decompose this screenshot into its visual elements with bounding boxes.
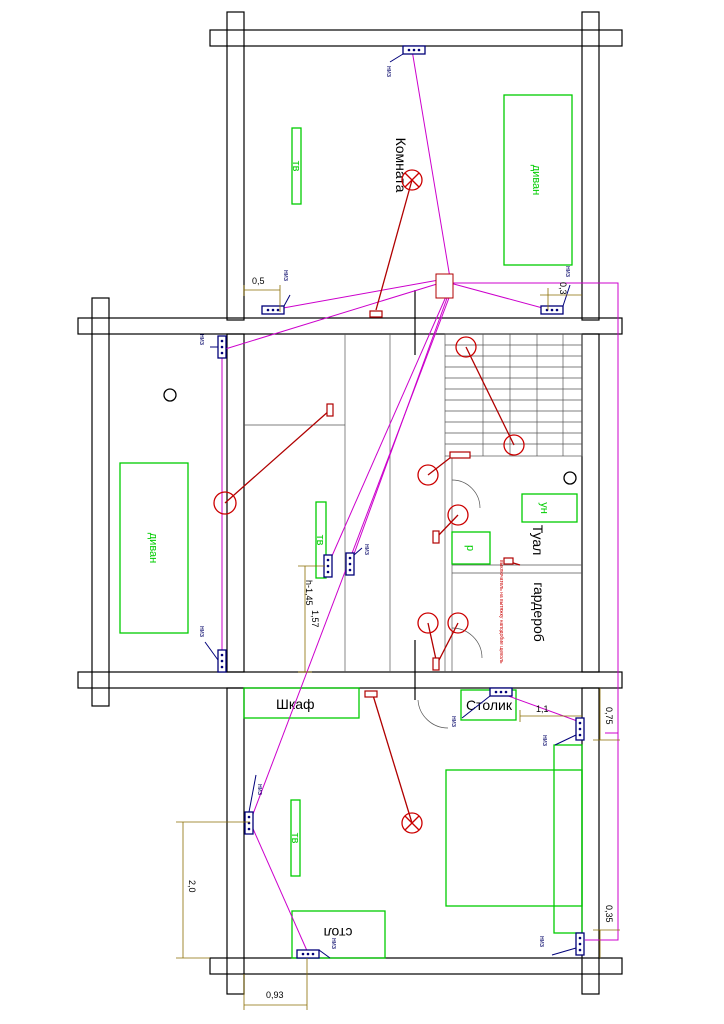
unit-label: ун: [538, 502, 550, 514]
sofa-top: [503, 94, 573, 266]
switch-extractor: [503, 557, 514, 565]
switch-wardrobe: [432, 657, 440, 671]
svg-text:низ: низ: [538, 936, 545, 947]
lamp-hall-lower: [417, 612, 439, 634]
dim-0-75: 0,75: [604, 707, 614, 725]
sofa-top-label: диван: [530, 165, 542, 195]
dim-1-1: 1,1: [536, 704, 549, 714]
interior-lines: [244, 290, 583, 729]
svg-text:низ: низ: [282, 270, 289, 281]
side-table: [460, 689, 517, 721]
switch-toilet: [432, 530, 440, 544]
dim-h-1-45: h-1,45: [304, 580, 314, 606]
wall-left-post: [91, 297, 110, 707]
socket-room-left: низ: [261, 270, 291, 315]
socket-bed-bottom: низ: [538, 932, 585, 956]
socket-desk: низ: [296, 938, 337, 959]
tv-middle-label: тв: [314, 535, 326, 546]
dim-0-5: 0,5: [252, 276, 265, 286]
walls: [77, 11, 623, 995]
wall-bottom-beam: [209, 957, 623, 975]
lamps: [163, 169, 577, 834]
dim-0-93: 0,93: [266, 990, 284, 1000]
ceiling-point-right: [563, 471, 577, 485]
ceiling-point-left: [163, 388, 177, 402]
r-label: р: [464, 545, 476, 551]
dimensions: 0,5 0,3 h-1,45 1,57 1,1 0,75 2,0 0,35 0,…: [176, 276, 620, 1010]
dim-0-35: 0,35: [604, 905, 614, 923]
socket-living-top: низ: [198, 334, 227, 359]
wardrobe-label: гардероб: [531, 582, 547, 642]
lamp-hall: [417, 464, 439, 486]
tv-bottom-label: тв: [289, 833, 301, 844]
svg-text:низ: низ: [541, 735, 548, 746]
toilet-label: Туал: [530, 525, 546, 556]
dim-1-57: 1,57: [310, 610, 320, 628]
switch-stairs: [449, 451, 471, 459]
wall-top-right-post: [581, 11, 600, 321]
socket-bedroom-wall: низ: [244, 774, 263, 835]
wall-middle-upper-beam: [77, 317, 623, 335]
wall-top-left-post: [226, 11, 245, 321]
sockets: низ низ низ низ низ: [198, 45, 585, 959]
socket-top: низ: [385, 45, 426, 77]
junction-box: [435, 273, 454, 299]
svg-text:низ: низ: [198, 626, 205, 637]
desk-label: стол: [324, 925, 353, 941]
bed-headboard: [553, 744, 583, 934]
svg-text:низ: низ: [256, 784, 263, 795]
svg-text:низ: низ: [450, 716, 457, 727]
switch-lines: [224, 179, 521, 824]
lamp-stair-bottom: [503, 434, 525, 456]
lamp-room: [401, 169, 423, 191]
wall-mid-right-post: [581, 333, 600, 673]
wall-bottom-left-post: [226, 687, 245, 995]
furniture: диван тв диван тв ун р тв стол: [119, 94, 583, 959]
lamp-stair-top: [455, 336, 477, 358]
sofa-left: [119, 462, 189, 634]
desk: [291, 910, 386, 959]
lamp-bedroom: [401, 812, 423, 834]
svg-text:низ: низ: [198, 334, 205, 345]
socket-side-table: низ: [450, 687, 513, 727]
side-table-label: Столик: [466, 697, 513, 713]
bed: [445, 769, 583, 907]
sofa-left-label: диван: [147, 533, 159, 563]
svg-text:низ: низ: [330, 938, 337, 949]
switch-bedroom: [364, 690, 378, 698]
wall-middle-lower-beam: [77, 671, 623, 689]
lamp-living: [213, 491, 237, 515]
dim-0-3: 0,3: [558, 282, 568, 295]
unit-block: [521, 493, 578, 523]
socket-room-right: низ: [540, 266, 571, 315]
svg-text:низ: низ: [564, 266, 571, 277]
wall-top-beam: [209, 29, 623, 47]
tv-top: [291, 127, 302, 205]
cabinet: [243, 687, 360, 719]
tv-bottom: [290, 799, 301, 877]
extractor-switch-note: выключатель на вытяжку наподобие щеколь: [498, 560, 504, 664]
socket-tv-middle-1: [323, 554, 333, 578]
lamp-toilet: [447, 504, 469, 526]
lamp-wardrobe: [447, 612, 469, 634]
dim-2-0: 2,0: [187, 880, 197, 893]
socket-tv-middle-2: низ: [345, 544, 370, 576]
svg-text:низ: низ: [363, 544, 370, 555]
svg-text:низ: низ: [385, 66, 392, 77]
switch-living: [326, 403, 334, 417]
socket-bed-top: низ: [541, 717, 585, 746]
tv-top-label: тв: [290, 161, 302, 172]
switch-room: [369, 310, 383, 318]
room-label: Комната: [393, 138, 409, 193]
socket-living-bottom: низ: [198, 626, 227, 673]
wiring: [221, 49, 619, 954]
r-block: [451, 531, 491, 565]
switches: [326, 273, 514, 698]
tv-middle: [315, 501, 327, 579]
wall-mid-left-post: [226, 333, 245, 673]
